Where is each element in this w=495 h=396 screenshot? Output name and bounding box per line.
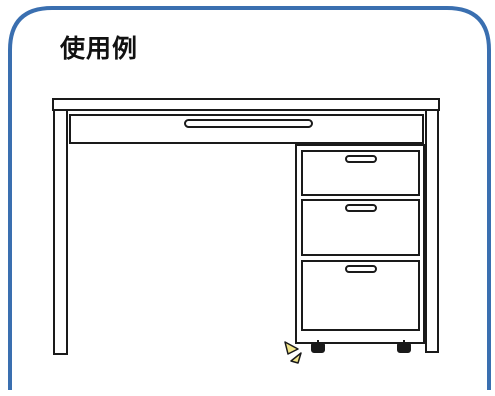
drawer-cabinet	[295, 144, 425, 353]
cabinet-drawer-1-handle	[345, 155, 377, 163]
marker-triangle-lower	[290, 352, 302, 364]
desk-top	[52, 98, 440, 111]
cabinet-drawer-2-handle	[345, 204, 377, 212]
caster-left	[311, 342, 325, 353]
desk-left-leg	[53, 109, 68, 355]
marker-triangle-upper	[284, 341, 299, 355]
cabinet-drawer-3-handle	[345, 265, 377, 273]
frame-border	[8, 6, 491, 390]
caster-marker-icon	[284, 341, 302, 364]
caster-right	[397, 342, 411, 353]
page-title: 使用例	[60, 34, 139, 63]
desk-right-leg	[425, 109, 439, 353]
desk-illustration	[52, 98, 440, 355]
desk-center-drawer-handle	[184, 119, 313, 128]
